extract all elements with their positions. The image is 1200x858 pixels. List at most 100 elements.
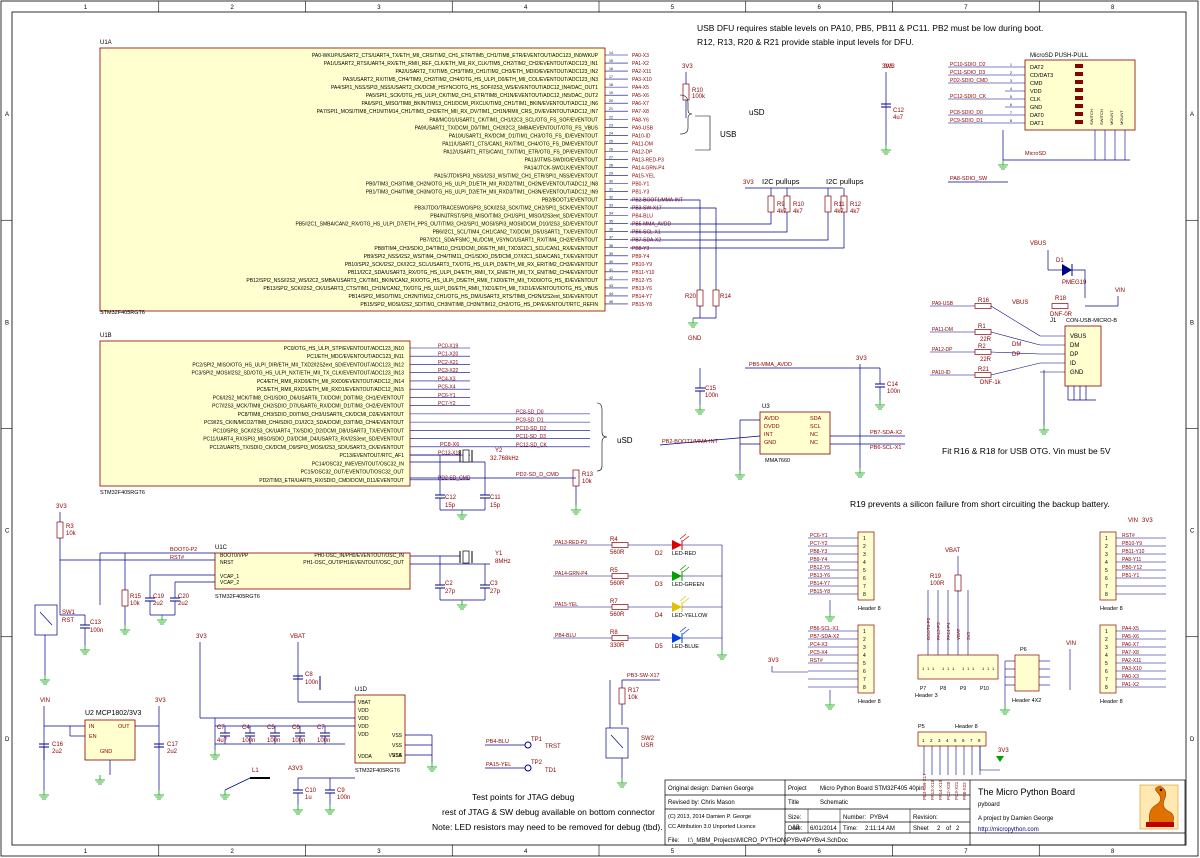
svg-text:OUT: OUT (118, 724, 130, 730)
u1b-pin-function: PC10/SPI3_SCK/I2S3_CK/UART4_TX/SDIO_D2/D… (213, 428, 404, 434)
header-pin-number: 8 (1105, 592, 1108, 598)
net-mma-avdd: PB5-MMA_AVDD (749, 362, 792, 368)
svg-text:C13: C13 (90, 620, 102, 626)
header-pin-number: 5 (1105, 661, 1108, 667)
svg-text:6: 6 (962, 738, 965, 743)
u1a-net-label: PB15-Y8 (632, 302, 652, 308)
header-pin-number: 3 (1105, 645, 1108, 651)
header-net-label: PA8-Y11 (1122, 557, 1141, 563)
u1a-body (99, 47, 606, 312)
u1d-pin: VSSA (389, 753, 403, 759)
header-vertical-net: PA13-P3 (936, 622, 941, 640)
svg-text:PA15-YEL: PA15-YEL (486, 762, 511, 768)
svg-text:USR: USR (641, 743, 654, 749)
svg-text:1: 1 (947, 666, 950, 671)
d1-diode-symbol (1062, 264, 1072, 276)
u1d-pin: VBAT (358, 700, 371, 706)
u1a-net-label: PB7-SDA-X2 (632, 238, 661, 244)
u1a-net-label: PB9-Y4 (632, 254, 649, 260)
svg-text:TP1: TP1 (531, 737, 543, 743)
u1d-3v3: 3V3 (196, 634, 207, 640)
led-res-ref: R4 (610, 537, 618, 543)
u1a-pin-number: 23 (609, 123, 613, 127)
u1a-net-label: PB3-SW-X17 (632, 206, 662, 212)
header-title: Header 8 (858, 606, 881, 612)
u1a-pin-number: 16 (609, 67, 613, 71)
header-pin-number: 4 (1105, 653, 1108, 659)
sd-pin-name: CD/DAT3 (1030, 73, 1053, 79)
p4-vin: VIN (1066, 641, 1076, 647)
u1a-pin-number: 19 (609, 91, 613, 95)
r2-ref: R2 (978, 344, 986, 350)
u1a-pin-function: PB1/TIM3_CH4/TIM8_CH3N/OTG_HS_ULPI_D2/ET… (366, 190, 598, 196)
u1a-pin-function: PB10/SPI2_SCK/I2S2_CK/I2C2_SCL/USART3_TX… (345, 262, 598, 268)
svg-text:1: 1 (962, 666, 965, 671)
u1a-pin-function: PB5/I2C1_SMBA/CAN2_RX/OTG_HS_ULPI_D7/ETH… (295, 222, 598, 228)
u1b-pin-function: PC8/TIM8_CH3/SDIO_D0/TIM3_CH3/USART6_CK/… (238, 412, 404, 418)
u1a-pin-function: PB3/JTDO/TRACESWO/SPI3_SCK/I2S3_SCK/TIM2… (414, 206, 598, 212)
u1c-pin: VCAP_1 (220, 574, 239, 580)
header-net-label: PB8-Y3 (810, 549, 827, 555)
net-pa8-sd-sw: PA8-SDIO_SW (950, 176, 988, 182)
p5-title: Header 8 (955, 724, 978, 730)
u1a-net-label: PA1-X2 (632, 61, 649, 67)
svg-text:IN: IN (89, 724, 95, 730)
header-title: Header 8 (1100, 699, 1123, 705)
u1a-pin-number: 27 (609, 155, 613, 159)
row-marker-right: B (1190, 320, 1194, 326)
microsd-title: MicroSD PUSH-PULL (1030, 53, 1089, 59)
net-pd2-sd-cmd: PD2-SD_D_CMD (516, 472, 559, 478)
u1a-pin-number: 28 (609, 163, 613, 167)
led-name: LED-BLUE (672, 644, 699, 650)
tb-original-design: Original design: Damien George (668, 786, 754, 792)
u1a-pin-function: PA13/JTMS-SWDIO/EVENTOUT (525, 157, 598, 163)
tb-pyboard: pyboard (978, 802, 1000, 808)
header-net-label: PA2-X11 (1122, 658, 1141, 664)
r20: R20 (685, 289, 704, 307)
header-net-label: RST# (1122, 533, 1135, 539)
p5-net: PC3-X21 (954, 781, 959, 800)
svg-text:PB4-BLU: PB4-BLU (486, 739, 509, 745)
header-net-label: PB11-Y10 (1122, 549, 1145, 555)
svg-text:Revision:: Revision: (913, 815, 938, 821)
u1a-net-label: PA6-X7 (632, 101, 649, 107)
usd-label-top: uSD (749, 108, 765, 117)
svg-text:7: 7 (970, 738, 973, 743)
j1-pin-name: VBUS (1070, 334, 1086, 340)
u1b-pin-function: PC13/EVENTOUT/RTC_AF1 (339, 453, 404, 459)
col-marker-top: 4 (524, 5, 528, 11)
svg-text:1: 1 (972, 666, 975, 671)
svg-text:C19: C19 (153, 594, 165, 600)
led-name: LED-YELLOW (672, 613, 708, 619)
u1a-pin-number: 26 (609, 147, 613, 151)
note-dfu-levels: USB DFU requires stable levels on PA10, … (697, 23, 1043, 33)
led-net: PA13-RED-P3 (555, 540, 587, 546)
gnd-r20: GND (688, 336, 702, 342)
u1c-osc-pin: PH1-OSC_OUT/PH1/EVENTOUT/OSC_OUT (303, 560, 404, 566)
led-ref: D4 (655, 613, 663, 619)
row-marker-left: A (5, 112, 9, 118)
note-r19: R19 prevents a silicon failure from shor… (850, 499, 1110, 509)
microsd-note: MicroSD (1025, 151, 1046, 157)
l1-label: L1 (252, 768, 259, 774)
u1a-pin-number: 18 (609, 83, 613, 87)
led-res-ref: R8 (610, 630, 618, 636)
note-jtag-2: rest of JTAG & SW debug available on bot… (442, 807, 655, 817)
header-pin-number: 2 (863, 637, 866, 643)
header-pin-number: 6 (1105, 669, 1108, 675)
r19-val: 100R (930, 581, 945, 587)
svg-text:2: 2 (930, 738, 933, 743)
svg-text:4k7: 4k7 (834, 209, 844, 215)
led-name: LED-GREEN (672, 582, 704, 588)
j1-pin-name: DM (1070, 343, 1079, 349)
svg-text:SCL: SCL (810, 424, 821, 430)
u1a-pin-number: 41 (609, 268, 613, 272)
col-marker-bottom: 8 (1111, 849, 1115, 855)
u1a-net-label: PB8-Y3 (632, 246, 649, 252)
header-pin-number: 4 (863, 560, 866, 566)
